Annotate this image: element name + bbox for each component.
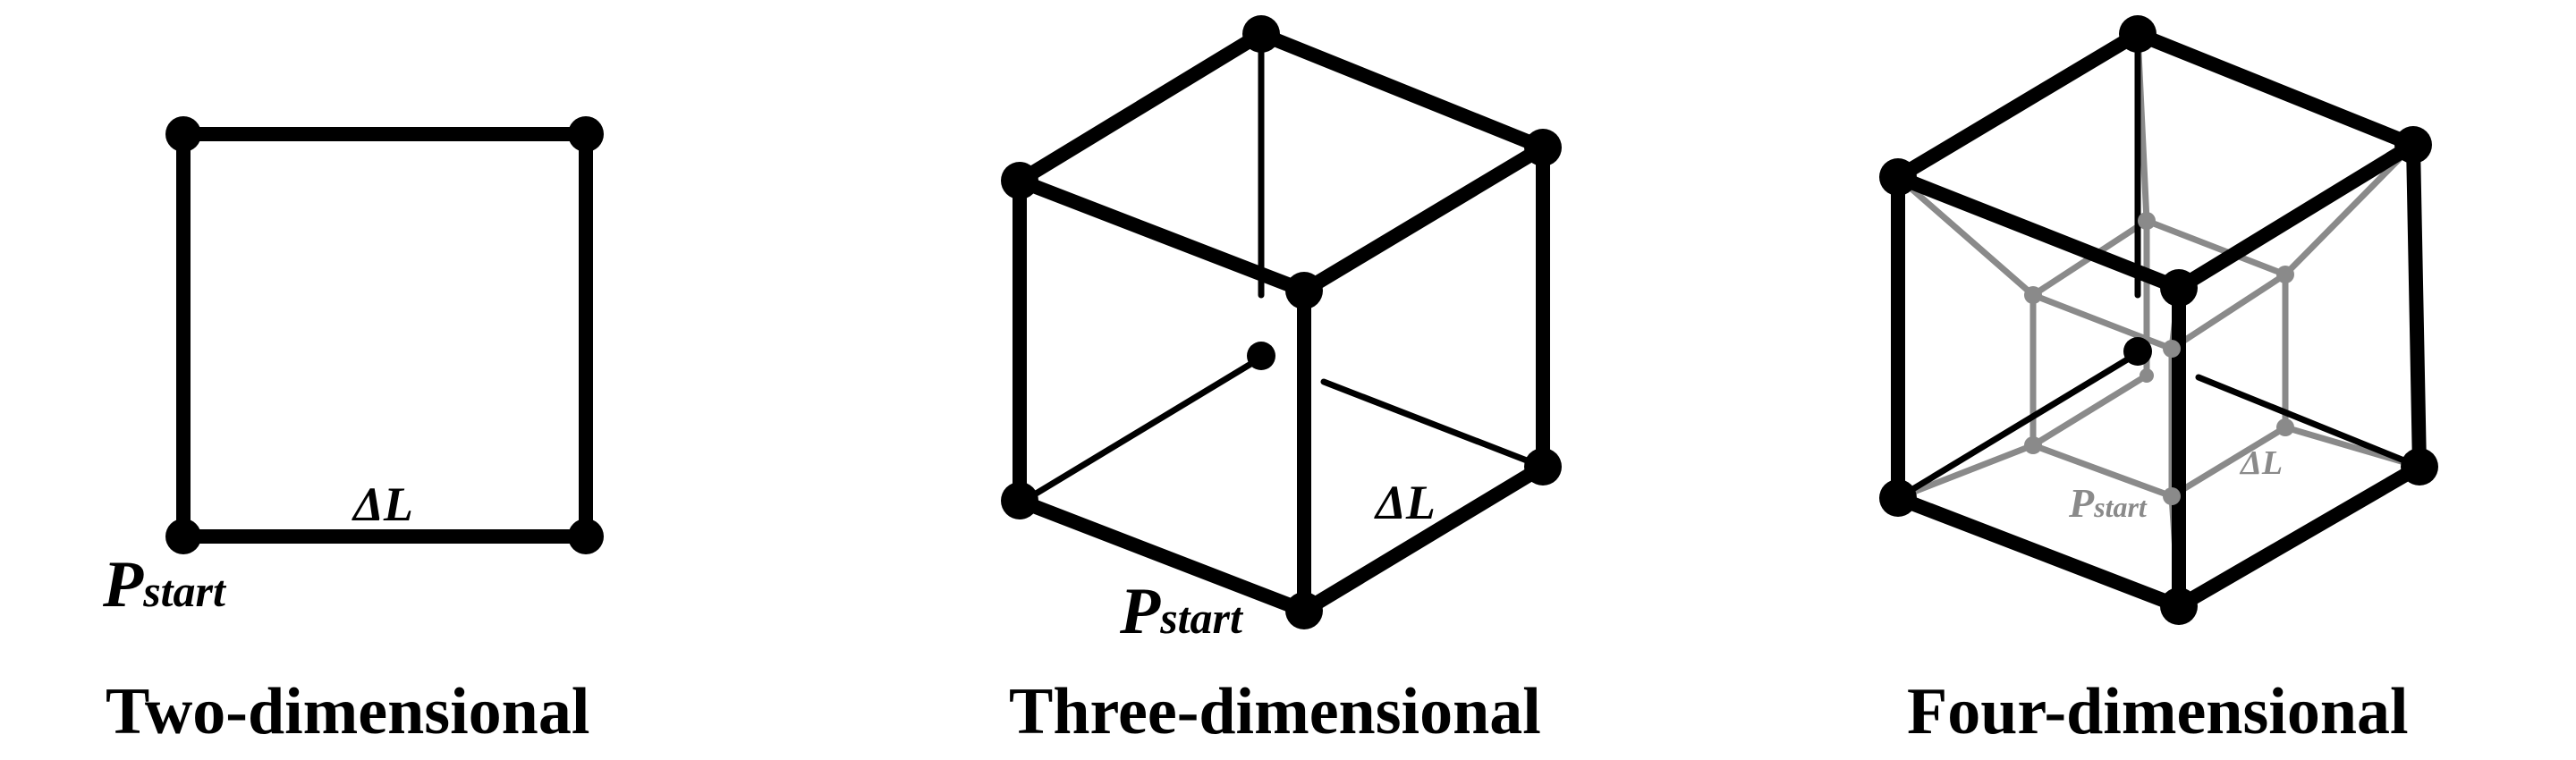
cube-vertices — [1001, 15, 1562, 629]
start-point-label-main: P — [102, 548, 144, 621]
outer-hidden-edges — [1894, 30, 2423, 502]
cube-edge — [1013, 27, 1268, 188]
start-point-label-sub: start — [2093, 491, 2148, 523]
vertex-start — [165, 519, 201, 554]
start-point-label-main: P — [1119, 575, 1161, 648]
vertex — [2401, 448, 2438, 486]
vertex — [2119, 15, 2157, 53]
outer-edge — [2131, 27, 2420, 152]
vertex — [1524, 448, 1562, 486]
vertex — [1242, 15, 1280, 53]
vertex-start — [1285, 592, 1323, 629]
outer-edge — [2172, 138, 2420, 295]
vertex — [1524, 129, 1562, 166]
inner-vertex — [2138, 212, 2156, 230]
inner-edge-length-label: ΔL — [2239, 444, 2283, 482]
inner-vertex — [2276, 418, 2294, 436]
cube-edge — [1297, 140, 1550, 298]
start-point-label: Pstart — [1119, 575, 1244, 648]
panel-two-dimensional: ΔL Pstart Two-dimensional — [102, 116, 604, 748]
vertex — [1879, 479, 1917, 517]
outer-edge — [1891, 170, 2186, 295]
vertex — [1001, 482, 1038, 519]
square-edges — [176, 127, 593, 544]
inner-vertex — [2276, 266, 2294, 283]
vertex — [1285, 272, 1323, 309]
inner-edge — [2029, 291, 2175, 352]
vertex — [1001, 162, 1038, 199]
connector-edge — [1894, 442, 2037, 502]
vertex — [2160, 269, 2198, 307]
start-point-label: Pstart — [102, 548, 227, 621]
inner-vertex — [2140, 368, 2154, 383]
outer-edge — [2172, 460, 2427, 613]
inner-vertex — [2163, 340, 2181, 358]
cube-hidden-edges — [1021, 30, 1546, 504]
start-point-label-sub: start — [142, 566, 227, 616]
inner-edge — [2168, 424, 2289, 500]
inner-vertex-start — [2163, 487, 2181, 505]
outer-edge — [1891, 491, 2186, 613]
hidden-edge-left — [1894, 350, 2141, 502]
hidden-edge-left — [1021, 354, 1265, 504]
inner-cube-vertices — [2024, 212, 2294, 505]
start-point-label-main: P — [2068, 480, 2095, 526]
caption-three-dimensional: Three-dimensional — [1009, 675, 1541, 748]
inner-edge — [2029, 442, 2175, 500]
connector-edge — [1894, 173, 2037, 299]
outer-edge — [2406, 138, 2427, 474]
caption-two-dimensional: Two-dimensional — [106, 675, 589, 748]
inner-edge — [2029, 372, 2150, 449]
vertex — [2160, 587, 2198, 625]
cube-edge — [1013, 494, 1311, 618]
inner-vertex — [2024, 436, 2042, 454]
outer-cube-edges — [1891, 27, 2427, 613]
inner-start-point-label: Pstart — [2068, 480, 2148, 526]
inner-edge — [2168, 271, 2289, 352]
inner-vertex — [2024, 286, 2042, 304]
start-point-label-sub: start — [1159, 593, 1244, 643]
hidden-edge-right — [1320, 378, 1546, 470]
cube-visible-edges — [1013, 27, 1550, 618]
edge-length-label: ΔL — [352, 477, 413, 531]
panel-three-dimensional: ΔL Pstart Three-dimensional — [1001, 15, 1562, 748]
vertex — [1879, 158, 1917, 196]
vertex — [568, 116, 604, 152]
inner-edge — [2143, 217, 2289, 278]
square-vertices — [165, 116, 604, 554]
cube-edge — [1254, 27, 1550, 155]
panel-four-dimensional: ΔL Pstart Four-dimensional — [1879, 15, 2438, 748]
vertex-hidden — [2123, 337, 2152, 366]
edge-length-label: ΔL — [1374, 476, 1436, 529]
cube-edge — [1013, 173, 1311, 298]
vertex — [2394, 126, 2432, 164]
vertex — [568, 519, 604, 554]
outer-cube-vertices — [1879, 15, 2438, 625]
caption-four-dimensional: Four-dimensional — [1907, 675, 2409, 748]
cube-edge — [1297, 460, 1550, 618]
vertex — [165, 116, 201, 152]
outer-edge — [1891, 27, 2145, 184]
hidden-edge-right — [2195, 374, 2423, 470]
connector-edge — [2282, 141, 2417, 278]
vertex-hidden — [1247, 342, 1275, 370]
